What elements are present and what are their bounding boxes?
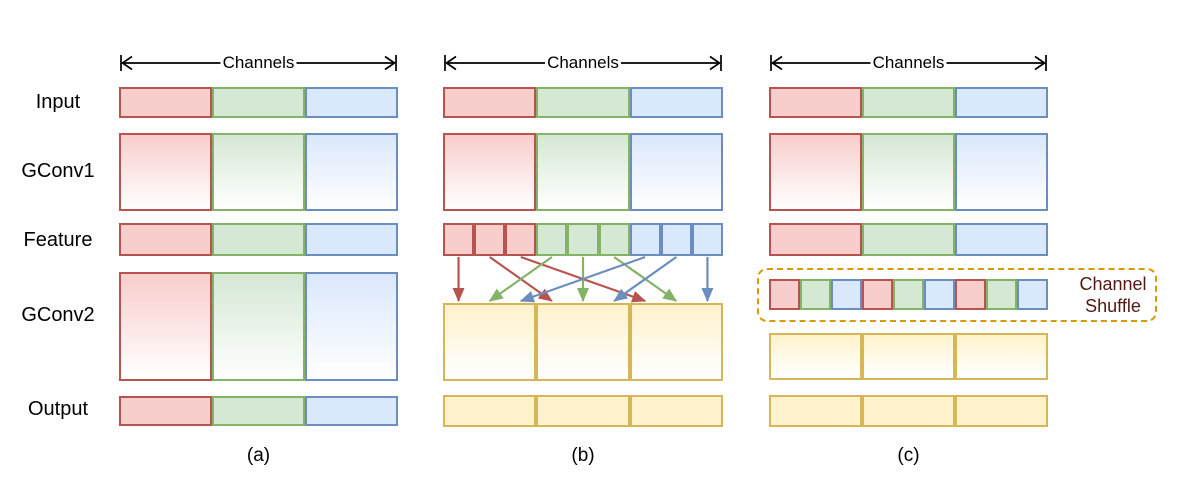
yellow-channel-cell (769, 395, 862, 427)
red-channel-cell (769, 133, 862, 211)
channels-label: Channels (223, 53, 295, 72)
panel-label-c: (c) (897, 445, 920, 466)
blue-channel-cell (955, 87, 1048, 118)
channels-label: Channels (873, 53, 945, 72)
blue-shuffle-arrow (519, 255, 646, 303)
blue-channel-cell (629, 223, 661, 256)
panel-label-a: (a) (246, 445, 271, 466)
red-channel-cell (474, 223, 506, 256)
yellow-channel-cell (536, 303, 630, 381)
yellow-channel-cell (443, 303, 537, 381)
green-channel-cell (862, 133, 955, 211)
red-channel-cell (955, 279, 986, 310)
red-channel-cell (119, 87, 212, 118)
green-channel-cell (567, 223, 599, 256)
blue-channel-cell (305, 133, 398, 211)
input-row (119, 87, 398, 118)
yellow-channel-cell (629, 303, 723, 381)
output-row (119, 396, 398, 426)
green-channel-cell (598, 223, 630, 256)
shuffle-arrows-icon (452, 255, 714, 303)
green-channel-cell (862, 87, 955, 118)
blue-channel-cell (629, 87, 723, 118)
gconv2-box (443, 303, 723, 381)
yellow-channel-cell (862, 333, 955, 380)
panel-c: Channels Channel Shuffle (c) (757, 0, 1157, 495)
green-channel-cell (536, 133, 630, 211)
yellow-channel-cell (536, 395, 630, 427)
red-channel-cell (443, 223, 475, 256)
channels-arrow-icon: Channels (444, 53, 722, 72)
blue-channel-cell (305, 223, 398, 256)
red-channel-cell (119, 223, 212, 256)
panel-label-b: (b) (571, 445, 595, 466)
yellow-channel-cell (629, 395, 723, 427)
row-label-input: Input (35, 91, 81, 113)
gconv1-box (769, 133, 1048, 211)
row-label-feature: Feature (23, 229, 93, 251)
panel-a: Channels (a) (119, 0, 398, 495)
feature-row (119, 223, 398, 256)
blue-channel-cell (660, 223, 692, 256)
yellow-channel-cell (443, 395, 537, 427)
feature-row-split (443, 223, 723, 256)
red-channel-cell (119, 396, 212, 426)
red-channel-cell (119, 272, 212, 381)
input-row (443, 87, 723, 118)
green-channel-cell (212, 133, 305, 211)
feature-row (769, 223, 1048, 256)
green-channel-cell (212, 272, 305, 381)
blue-channel-cell (691, 223, 723, 256)
red-channel-cell (443, 133, 537, 211)
red-channel-cell (443, 87, 537, 118)
red-channel-cell (769, 279, 800, 310)
yellow-channel-cell (955, 333, 1048, 380)
blue-shuffle-arrow (613, 256, 677, 302)
red-channel-cell (862, 279, 893, 310)
red-channel-cell (769, 87, 862, 118)
blue-channel-cell (955, 133, 1048, 211)
blue-channel-cell (305, 272, 398, 381)
blue-channel-cell (955, 223, 1048, 256)
gconv1-box (443, 133, 723, 211)
green-channel-cell (986, 279, 1017, 310)
yellow-channel-cell (862, 395, 955, 427)
shuffled-channels-row (769, 279, 1048, 310)
output-row (769, 395, 1048, 427)
blue-channel-cell (305, 87, 398, 118)
green-channel-cell (536, 223, 568, 256)
red-channel-cell (769, 223, 862, 256)
blue-channel-cell (629, 133, 723, 211)
green-channel-cell (212, 223, 305, 256)
green-channel-cell (212, 396, 305, 426)
red-channel-cell (505, 223, 537, 256)
blue-channel-cell (924, 279, 955, 310)
red-channel-cell (119, 133, 212, 211)
green-channel-cell (800, 279, 831, 310)
gconv2-box (119, 272, 398, 381)
blue-channel-cell (1017, 279, 1048, 310)
blue-channel-cell (305, 396, 398, 426)
green-channel-cell (893, 279, 924, 310)
green-channel-cell (862, 223, 955, 256)
channel-shuffle-label: Channel Shuffle (1079, 274, 1147, 316)
row-label-gconv2: GConv2 (21, 304, 95, 326)
gconv2-box (769, 333, 1048, 380)
channels-arrow-icon: Channels (120, 53, 397, 72)
row-label-output: Output (27, 398, 89, 420)
channel-shuffle-dashed-box (757, 268, 1157, 322)
row-label-gconv1: GConv1 (21, 160, 95, 182)
gconv1-box (119, 133, 398, 211)
channels-arrow-icon: Channels (770, 53, 1047, 72)
panel-b: Channels (b) (443, 0, 723, 495)
input-row (769, 87, 1048, 118)
blue-channel-cell (831, 279, 862, 310)
output-row (443, 395, 723, 427)
green-channel-cell (536, 87, 630, 118)
channels-label: Channels (547, 53, 619, 72)
yellow-channel-cell (955, 395, 1048, 427)
green-shuffle-arrow (488, 256, 553, 302)
yellow-channel-cell (769, 333, 862, 380)
green-channel-cell (212, 87, 305, 118)
